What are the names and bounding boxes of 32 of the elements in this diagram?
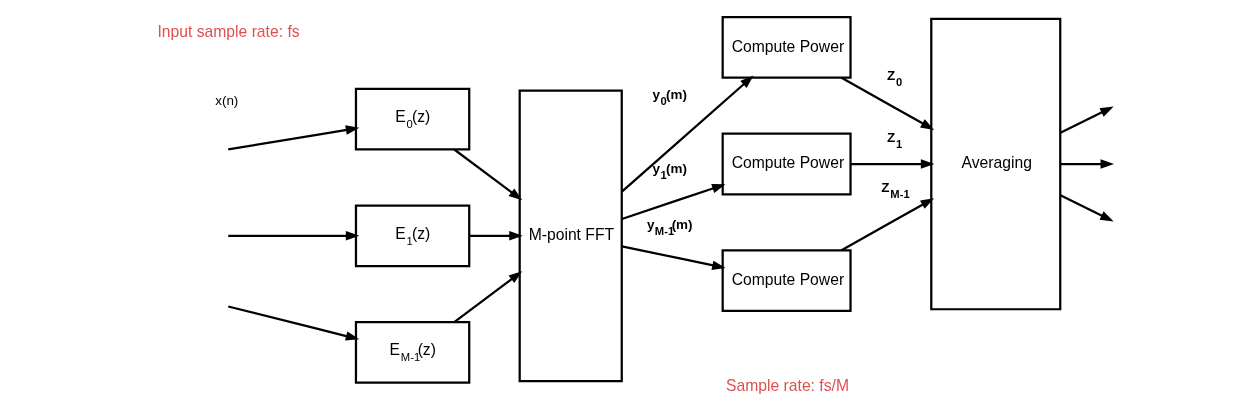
label: Sample rate: fs/M bbox=[725, 377, 849, 395]
arrow bbox=[621, 245, 726, 270]
node-box: E$_{1}$(z) bbox=[354, 204, 470, 268]
node-box: Compute Power bbox=[721, 132, 852, 196]
edge-label: y$_{M-1}$(m) bbox=[646, 217, 693, 238]
edge-label: Z$_{M-1}$ bbox=[880, 180, 910, 201]
arrow bbox=[620, 75, 754, 193]
node-box: E$_{M-1}$(z) bbox=[354, 321, 470, 384]
arrow bbox=[850, 159, 934, 169]
edge-label: Z$_{1}$ bbox=[886, 129, 902, 150]
node-box: Compute Power bbox=[721, 16, 852, 79]
edge-label: y$_{1}$(m) bbox=[652, 161, 687, 182]
edge-label: Z$_{0}$ bbox=[886, 68, 902, 89]
arrow bbox=[1059, 159, 1114, 169]
arrow bbox=[453, 271, 522, 323]
node-box: E$_{0}$(z) bbox=[354, 87, 470, 151]
edge-label: y$_{0}$(m) bbox=[652, 87, 687, 108]
node-box: M-point FFT bbox=[518, 89, 623, 383]
arrow bbox=[227, 305, 359, 341]
arrow bbox=[227, 231, 359, 241]
node-box: Averaging bbox=[929, 17, 1061, 311]
label: Input sample rate: fs bbox=[156, 22, 300, 40]
arrow bbox=[227, 125, 359, 151]
arrow bbox=[840, 76, 934, 130]
arrow bbox=[1059, 106, 1114, 134]
arrow bbox=[469, 231, 523, 241]
arrow bbox=[1059, 194, 1114, 222]
arrow bbox=[840, 198, 934, 252]
node-box: Compute Power bbox=[721, 249, 852, 313]
arrow bbox=[621, 184, 725, 221]
label: x(n) bbox=[214, 92, 238, 108]
arrow bbox=[453, 148, 522, 201]
